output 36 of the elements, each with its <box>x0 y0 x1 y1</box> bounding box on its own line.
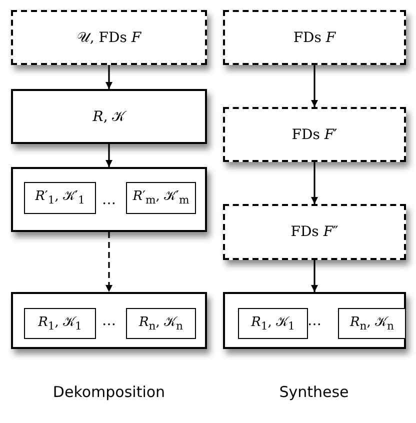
process-box <box>223 292 406 349</box>
process-box <box>11 167 207 232</box>
arrow <box>311 162 318 204</box>
relation-box <box>126 308 196 339</box>
relation-box <box>24 182 96 214</box>
arrow <box>106 232 112 292</box>
arrow <box>106 144 112 167</box>
process-box <box>11 292 207 349</box>
relation-box <box>338 308 406 339</box>
dashed-box <box>223 10 406 65</box>
node-text: … <box>102 312 116 328</box>
node-text: FDs F′ <box>292 126 338 142</box>
dashed-box <box>223 107 406 162</box>
dashed-box <box>223 204 406 260</box>
node-text: 𝒰, FDs F <box>76 30 142 46</box>
arrow <box>311 65 318 107</box>
node-text: … <box>102 192 116 208</box>
node-text: R, 𝒦 <box>92 108 126 124</box>
column-caption: Synthese <box>279 383 349 401</box>
node-text: … <box>308 312 322 328</box>
relation-box <box>238 308 308 339</box>
relation-box <box>126 182 196 214</box>
node-text: FDs F″ <box>290 224 338 240</box>
relation-box <box>24 308 96 339</box>
column-caption: Dekomposition <box>52 383 166 401</box>
node-text: R$_{1}$, 𝒦$_{1}$ <box>251 314 295 332</box>
dashed-box <box>11 10 207 65</box>
node-text: R$_{1}$, 𝒦$_{1}$ <box>38 314 82 332</box>
node-text: R′$_{m}$, 𝒦′$_{m}$ <box>132 189 190 207</box>
node-text: R$_{n}$, 𝒦$_{n}$ <box>138 314 184 332</box>
node-text: FDs F <box>293 30 336 46</box>
arrow <box>106 65 112 89</box>
process-box <box>11 89 207 144</box>
arrow <box>311 260 318 292</box>
node-text: R′$_{1}$, 𝒦′$_{1}$ <box>35 189 85 207</box>
node-text: R$_{n}$, 𝒦$_{n}$ <box>350 314 394 332</box>
